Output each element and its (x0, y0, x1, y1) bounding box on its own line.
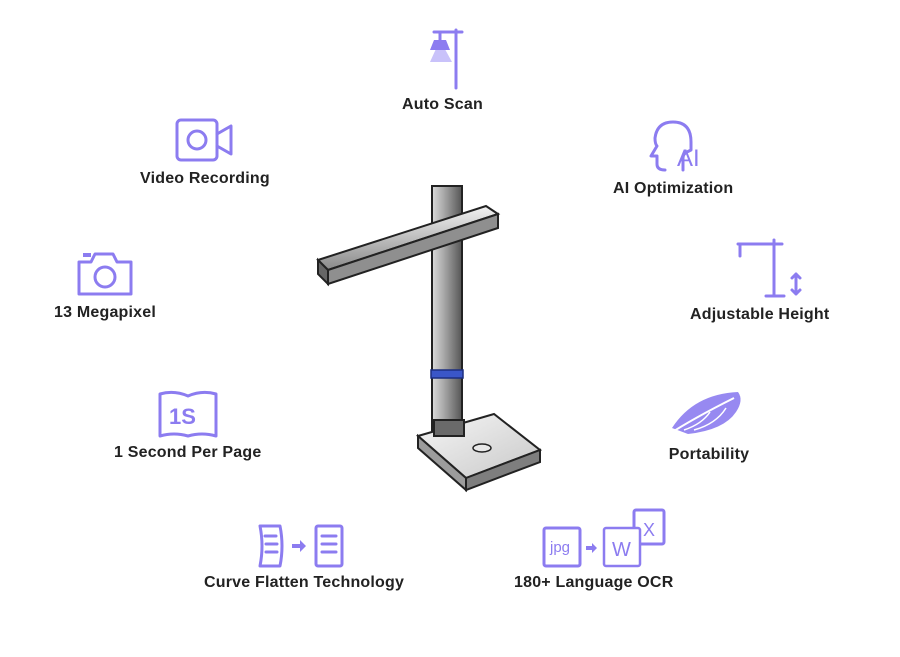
feature-second-per-page: 1S 1 Second Per Page (114, 390, 261, 462)
feature-label: 1 Second Per Page (114, 444, 262, 461)
svg-text:AI: AI (677, 145, 700, 172)
feature-label: 180+ Language OCR (514, 574, 674, 591)
feature-video-recording: Video Recording (140, 116, 270, 188)
feature-portability: Portability (664, 390, 754, 464)
lamp-icon (430, 28, 464, 90)
document-flatten-icon (258, 524, 344, 568)
word-badge: W (612, 539, 631, 561)
feature-ai-optimization: AI AI Optimization (613, 118, 733, 198)
feature-megapixel: 13 Megapixel (54, 250, 156, 322)
feature-label: Auto Scan (402, 96, 483, 113)
ocr-formats-icon: jpg X W (542, 508, 666, 568)
feature-auto-scan: Auto Scan (402, 26, 483, 114)
feature-label: Adjustable Height (690, 306, 830, 323)
badge-1s: 1S (169, 404, 196, 429)
feature-label: Video Recording (140, 170, 270, 187)
feature-adjustable-height: Adjustable Height (690, 236, 829, 324)
feature-ocr: jpg X W 180+ Language OCR (514, 508, 673, 592)
document-scanner-illustration (316, 185, 543, 493)
feature-label: 13 Megapixel (54, 304, 157, 321)
feature-curve-flatten: Curve Flatten Technology (204, 522, 404, 592)
feature-label: Portability (668, 446, 750, 463)
feature-label: Curve Flatten Technology (204, 574, 405, 591)
open-book-icon: 1S (158, 390, 218, 438)
video-camera-icon (175, 118, 233, 162)
jpg-badge: jpg (549, 539, 570, 556)
camera-icon (77, 252, 133, 296)
feature-icon (665, 392, 741, 437)
ai-head-icon: AI (649, 120, 700, 172)
height-adjust-icon (736, 238, 802, 298)
excel-badge: X (643, 520, 655, 540)
feature-label: AI Optimization (613, 180, 734, 197)
